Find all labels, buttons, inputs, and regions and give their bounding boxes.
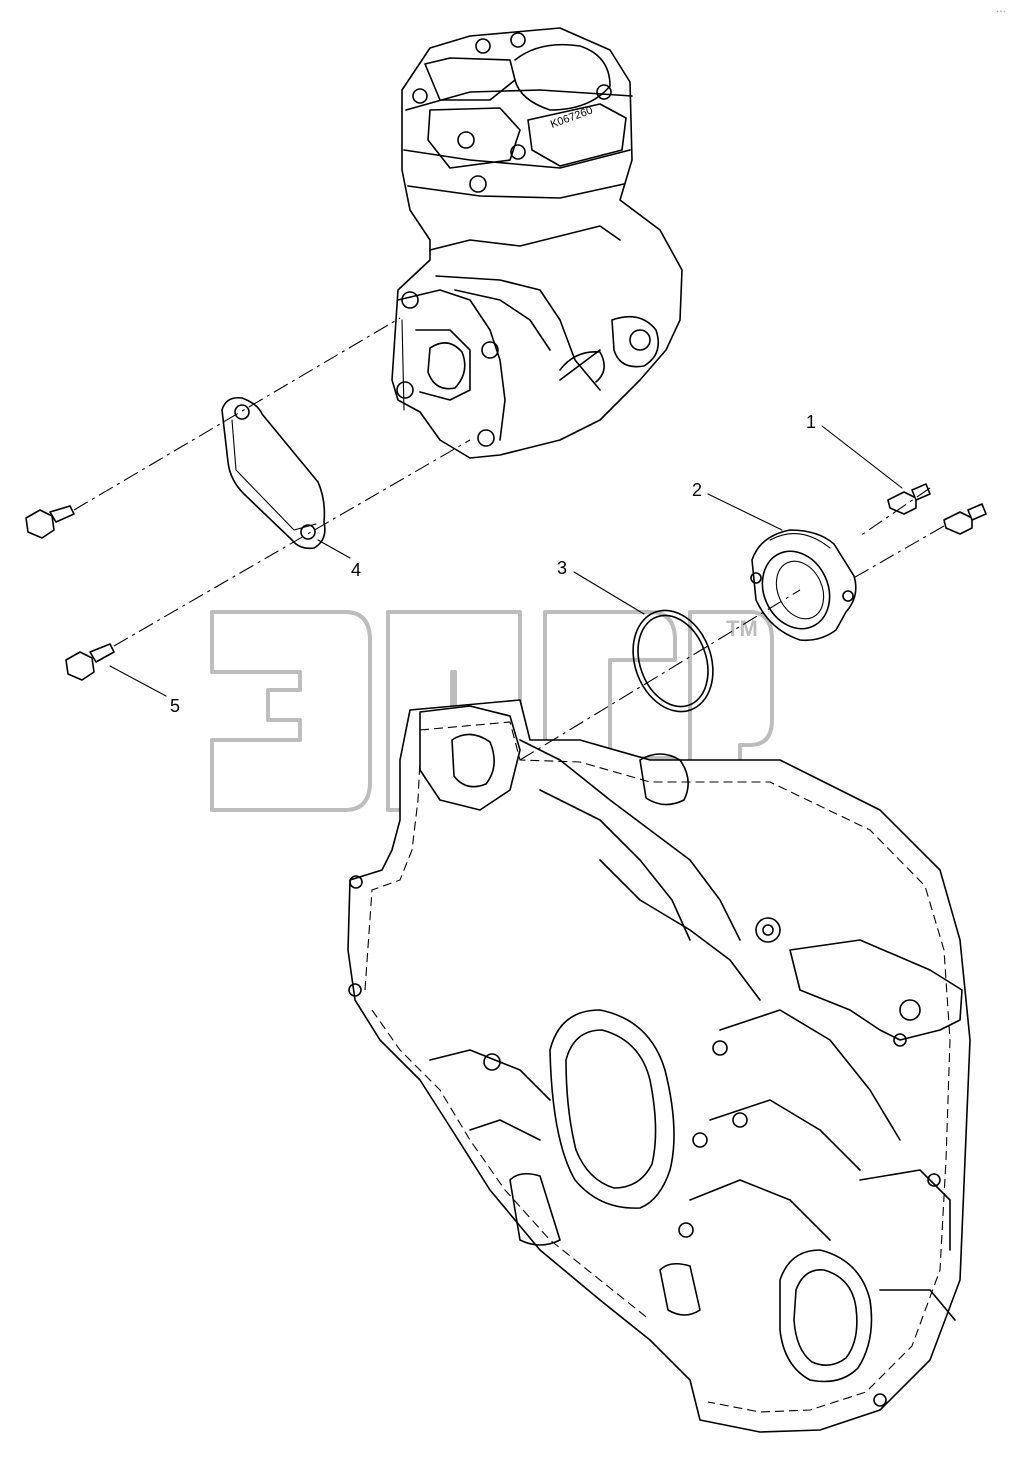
- bolt-item-5: [65, 643, 115, 681]
- assembly-lines: [73, 317, 945, 761]
- callout-4: 4: [351, 560, 361, 580]
- watermark-tm: TM: [726, 616, 758, 641]
- o-ring: [632, 609, 714, 713]
- leader-lines: [109, 425, 903, 697]
- bolt-item-1-a: [887, 483, 931, 515]
- air-compressor: K067260: [391, 27, 683, 459]
- callout-2: 2: [692, 480, 702, 500]
- gear-housing: [347, 699, 971, 1433]
- cover-plate: [221, 396, 326, 550]
- corner-mark: ·-·: [996, 6, 1006, 17]
- bolt-item-1-b: [943, 503, 987, 535]
- callout-5: 5: [170, 696, 180, 716]
- callout-3: 3: [557, 558, 567, 578]
- callouts: 1 2 3 4 5: [170, 412, 816, 716]
- flange: [750, 529, 857, 642]
- bolt-left-upper: [25, 505, 75, 539]
- callout-1: 1: [806, 412, 816, 432]
